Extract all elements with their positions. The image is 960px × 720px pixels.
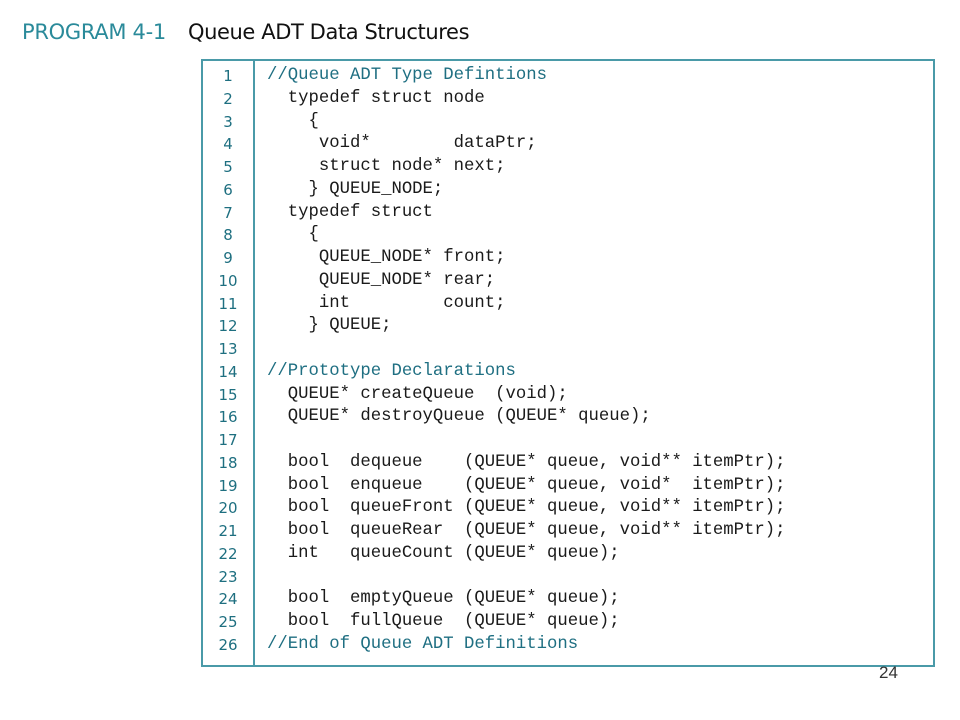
line-number: 20	[218, 499, 238, 518]
code-line: {	[267, 225, 319, 245]
code-line: QUEUE_NODE* rear;	[267, 270, 496, 290]
line-number: 26	[218, 635, 238, 654]
line-number: 8	[223, 226, 233, 245]
code-comment-line: //Prototype Declarations	[267, 361, 516, 381]
line-number: 24	[218, 590, 238, 609]
code-line: bool emptyQueue (QUEUE* queue);	[267, 589, 620, 609]
page-number: 24	[879, 663, 898, 682]
line-number: 25	[218, 613, 238, 631]
code-line: bool enqueue (QUEUE* queue, void* itemPt…	[267, 475, 786, 495]
line-number: 22	[218, 544, 238, 563]
code-line: bool queueRear (QUEUE* queue, void** ite…	[267, 521, 786, 540]
code-line: void* dataPtr;	[267, 134, 537, 154]
line-number: 10	[218, 271, 238, 290]
code-line: int count;	[267, 293, 506, 313]
line-number: 21	[218, 522, 238, 540]
line-number: 13	[218, 340, 238, 358]
program-title: Queue ADT Data Structures	[187, 20, 470, 44]
gutter-divider	[253, 61, 255, 665]
line-number: 14	[218, 362, 238, 381]
code-line: {	[267, 111, 319, 131]
code-line: bool queueFront (QUEUE* queue, void** it…	[267, 498, 786, 518]
line-number: 5	[223, 158, 233, 176]
code-line: } QUEUE_NODE;	[267, 179, 444, 199]
program-label: PROGRAM 4-1	[22, 20, 166, 44]
code-comment-line: //End of Queue ADT Definitions	[267, 634, 579, 654]
code-line	[267, 338, 925, 361]
code-line: bool fullQueue (QUEUE* queue);	[267, 612, 620, 631]
line-number: 23	[218, 567, 238, 586]
code-line	[267, 429, 925, 452]
code-body: //Queue ADT Type Defintions typedef stru…	[267, 65, 925, 657]
code-comment-line: //Queue ADT Type Defintions	[267, 66, 548, 85]
code-line: bool dequeue (QUEUE* queue, void** itemP…	[267, 452, 786, 472]
line-number: 2	[223, 89, 233, 108]
code-line: QUEUE* destroyQueue (QUEUE* queue);	[267, 407, 651, 427]
line-number: 6	[223, 180, 233, 199]
line-number: 15	[218, 385, 238, 404]
code-line: } QUEUE;	[267, 316, 392, 336]
code-line: typedef struct node	[267, 88, 485, 108]
code-line: QUEUE* createQueue (void);	[267, 384, 568, 404]
line-number: 4	[223, 135, 233, 154]
code-line	[267, 566, 925, 589]
line-number: 17	[218, 431, 238, 449]
code-line: struct node* next;	[267, 157, 506, 176]
code-line: int queueCount (QUEUE* queue);	[267, 543, 620, 563]
line-number: 12	[218, 317, 238, 336]
program-header: PROGRAM 4-1 Queue ADT Data Structures	[22, 20, 470, 52]
line-number: 16	[218, 408, 238, 427]
line-number: 18	[218, 453, 238, 472]
line-number: 3	[223, 112, 233, 131]
line-number: 19	[218, 476, 238, 495]
code-line: QUEUE_NODE* front;	[267, 248, 506, 267]
line-number: 11	[218, 294, 238, 313]
line-number: 1	[223, 67, 233, 85]
line-number: 9	[223, 249, 233, 267]
line-number: 7	[223, 203, 233, 222]
code-line: typedef struct	[267, 202, 433, 222]
